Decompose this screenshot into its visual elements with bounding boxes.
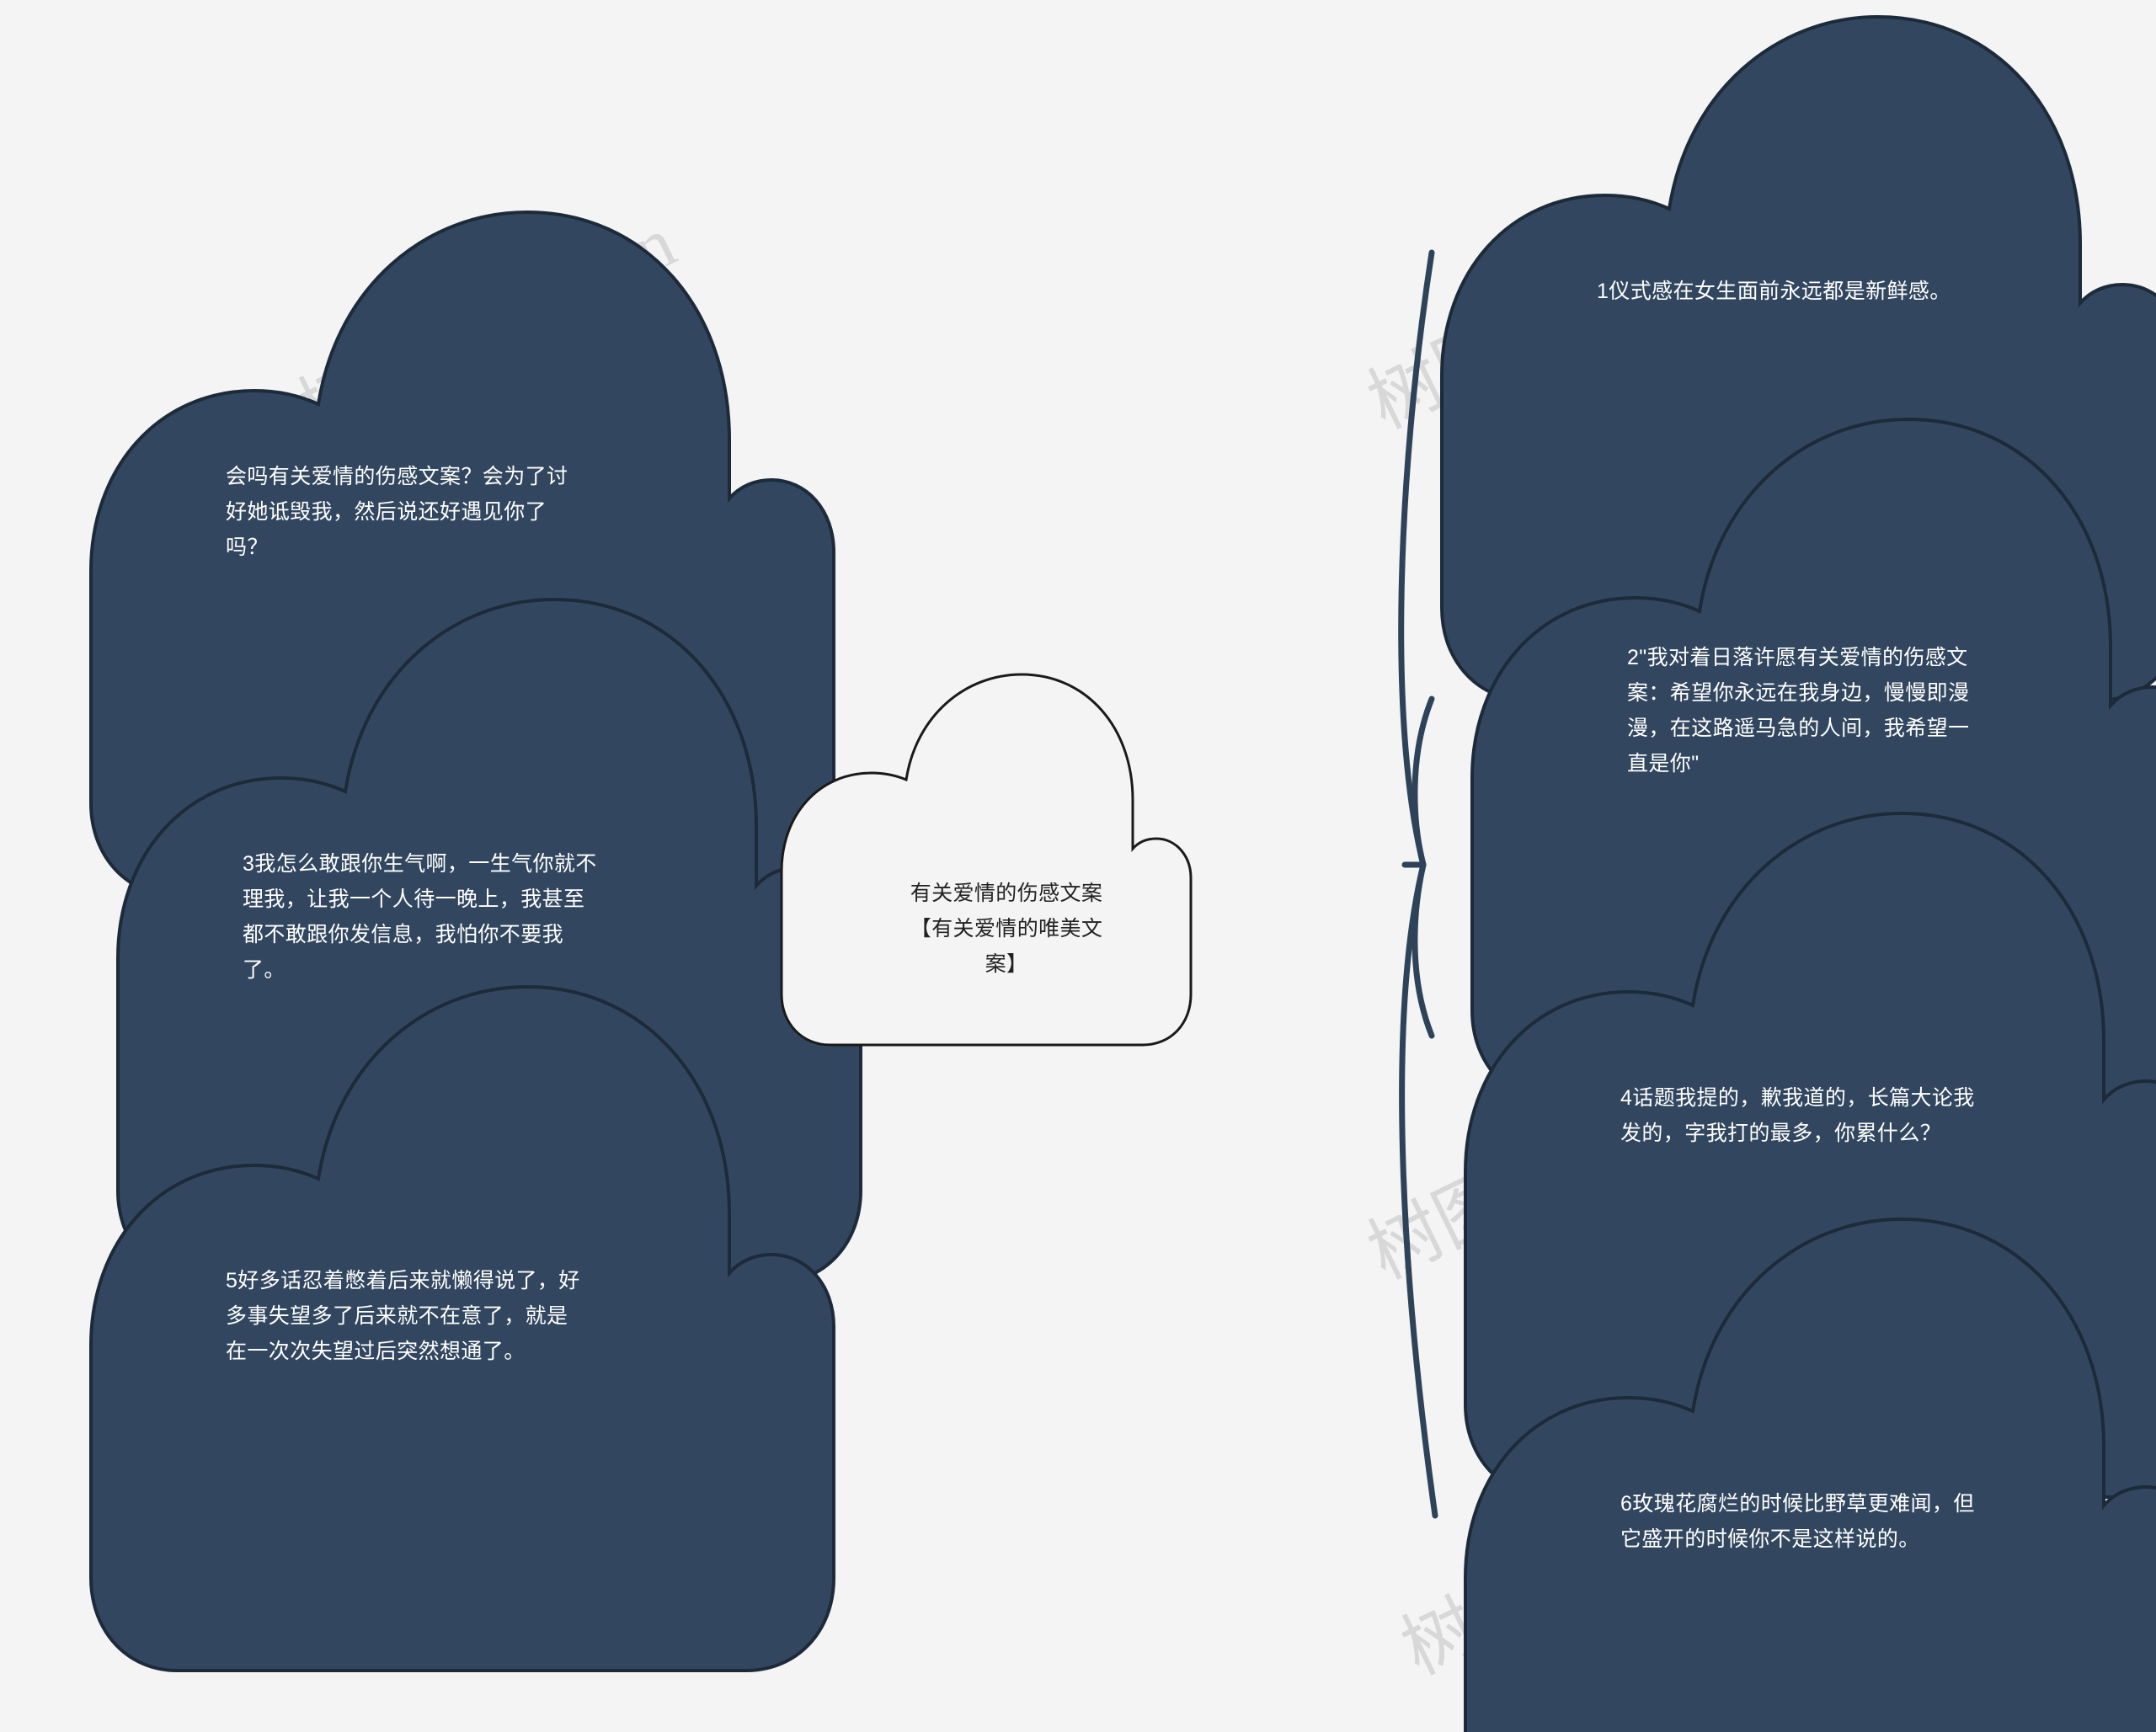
right-node-4[interactable] bbox=[1464, 1217, 2156, 1732]
left-node-3[interactable] bbox=[89, 984, 835, 1672]
cloud-shape bbox=[89, 984, 835, 1672]
center-node[interactable] bbox=[780, 673, 1193, 1047]
connector-right-branch-2 bbox=[1412, 695, 1435, 868]
cloud-shape bbox=[1464, 1217, 2156, 1732]
cloud-shape bbox=[780, 673, 1193, 1047]
connector-right-branch-3 bbox=[1412, 861, 1435, 1039]
